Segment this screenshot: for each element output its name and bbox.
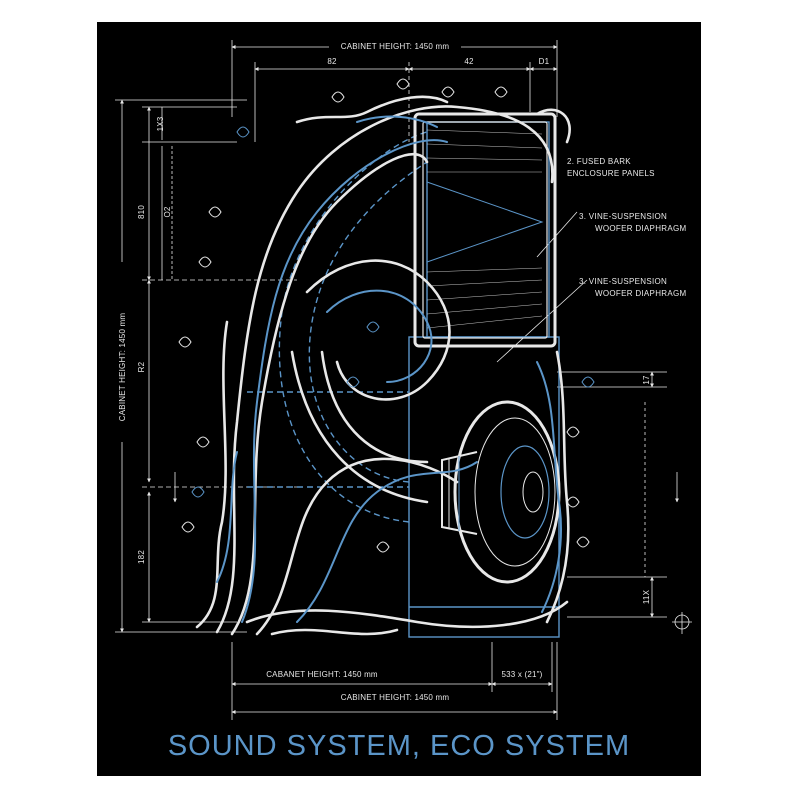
horn-cabinet [413, 112, 557, 348]
dim-left-c: O2 [163, 206, 172, 217]
annotation-2-line1: 3. VINE-SUSPENSION [579, 212, 667, 221]
dim-bottom-right: 533 x (21") [501, 670, 542, 679]
dim-bottom-inner: CABANET HEIGHT: 1450 mm [266, 670, 378, 679]
dim-left-d: R2 [137, 361, 146, 372]
blueprint-illustration: CABINET HEIGHT: 1450 mm 82 42 D1 CABINET… [115, 40, 692, 720]
leaves-blue [191, 126, 595, 498]
dim-bottom-overall: CABINET HEIGHT: 1450 mm [341, 693, 450, 702]
dim-right-a: 17 [642, 375, 651, 385]
annotation-3-line1: 3. VINE-SUSPENSION [579, 277, 667, 286]
dimension-labels: CABINET HEIGHT: 1450 mm 82 42 D1 CABINET… [118, 40, 651, 703]
dimension-lines [115, 40, 692, 720]
tree-roots-blue [216, 115, 562, 623]
dim-left-b: 810 [137, 205, 146, 219]
poster: CABINET HEIGHT: 1450 mm 82 42 D1 CABINET… [97, 22, 701, 776]
dim-top-left: 82 [327, 57, 337, 66]
annotation-2-line2: WOOFER DIAPHRAGM [595, 224, 687, 233]
annotation-3-line2: WOOFER DIAPHRAGM [595, 289, 687, 298]
dim-top-overall: CABINET HEIGHT: 1450 mm [341, 42, 450, 51]
dim-left-a: 1X3 [156, 116, 165, 131]
dim-right-b: 11X [642, 589, 651, 604]
dim-top-right: D1 [539, 57, 550, 66]
annotation-1-line2: ENCLOSURE PANELS [567, 169, 655, 178]
annotation-1-line1: 2. FUSED BARK [567, 157, 631, 166]
annotations: 2. FUSED BARK ENCLOSURE PANELS 3. VINE-S… [567, 157, 687, 298]
tree-roots [195, 95, 571, 636]
dim-left-e: 182 [137, 550, 146, 564]
dim-left-overall: CABINET HEIGHT: 1450 mm [118, 313, 127, 422]
leaves [178, 78, 590, 553]
dim-top-mid: 42 [464, 57, 474, 66]
poster-title: SOUND SYSTEM, ECO SYSTEM [167, 730, 631, 762]
woofer-driver [441, 400, 561, 584]
